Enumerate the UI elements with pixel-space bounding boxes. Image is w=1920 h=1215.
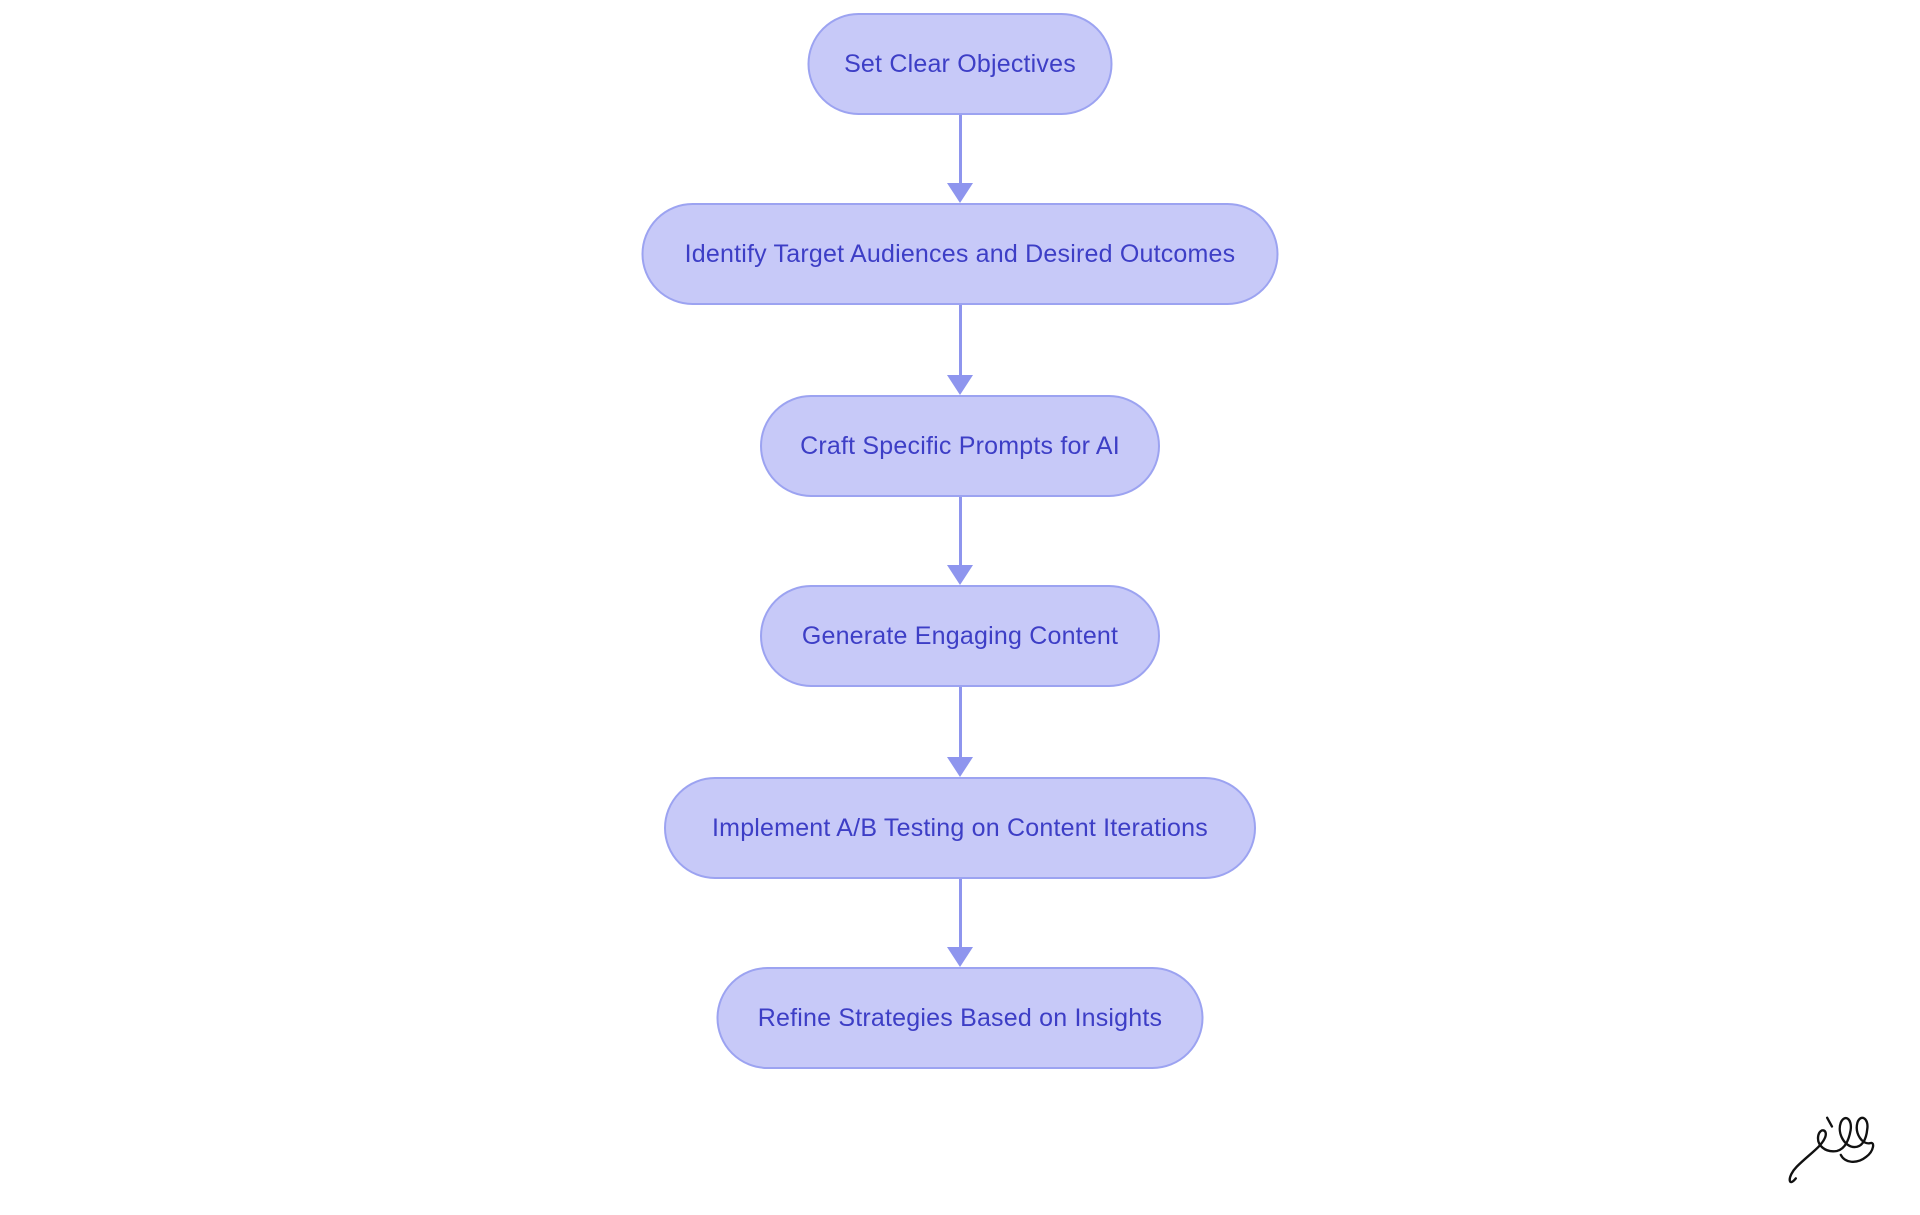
arrow-shaft — [958, 879, 962, 947]
arrow-shaft — [958, 115, 962, 183]
flow-node-label: Implement A/B Testing on Content Iterati… — [712, 813, 1208, 842]
flow-node-set-clear-objectives: Set Clear Objectives — [807, 13, 1113, 115]
flow-arrow-down-2 — [947, 305, 973, 395]
arrowhead-down-icon — [947, 375, 973, 395]
flow-node-label: Refine Strategies Based on Insights — [757, 1003, 1163, 1032]
arrow-shaft — [958, 305, 962, 375]
arrowhead-down-icon — [947, 757, 973, 777]
flow-arrow-down-5 — [947, 879, 973, 967]
flow-node-label: Identify Target Audiences and Desired Ou… — [684, 239, 1236, 268]
flow-node-generate-engaging-content: Generate Engaging Content — [760, 585, 1160, 687]
flow-node-identify-target-audiences: Identify Target Audiences and Desired Ou… — [641, 203, 1279, 305]
signature-icon — [1788, 1116, 1875, 1184]
arrowhead-down-icon — [947, 183, 973, 203]
arrowhead-down-icon — [947, 947, 973, 967]
signature-logo — [1788, 1106, 1876, 1194]
flow-arrow-down-1 — [947, 115, 973, 203]
flow-arrow-down-4 — [947, 687, 973, 777]
flow-node-label: Generate Engaging Content — [801, 621, 1119, 650]
arrow-shaft — [958, 687, 962, 757]
flow-node-label: Craft Specific Prompts for AI — [800, 431, 1120, 460]
arrow-shaft — [958, 497, 962, 565]
flow-node-implement-ab-testing: Implement A/B Testing on Content Iterati… — [664, 777, 1256, 879]
arrowhead-down-icon — [947, 565, 973, 585]
flow-node-craft-specific-prompts: Craft Specific Prompts for AI — [760, 395, 1160, 497]
flow-node-label: Set Clear Objectives — [844, 49, 1076, 78]
flow-node-refine-strategies: Refine Strategies Based on Insights — [716, 967, 1204, 1069]
flow-arrow-down-3 — [947, 497, 973, 585]
